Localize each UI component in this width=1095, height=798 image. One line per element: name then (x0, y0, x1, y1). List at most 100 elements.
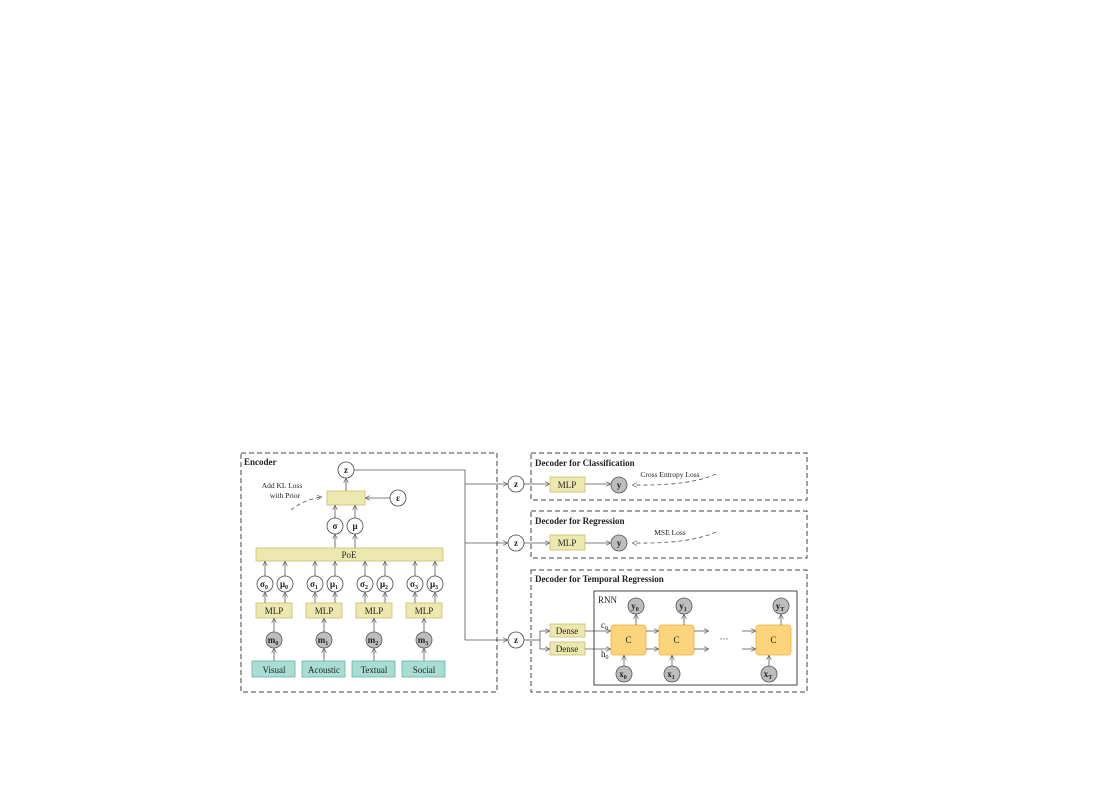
y-output-node (627, 597, 645, 615)
mu-node (276, 575, 294, 593)
y-output-node (610, 534, 628, 552)
input-label: Social (413, 665, 436, 675)
y-label: y (617, 480, 622, 490)
mlp-label: MLP (558, 480, 577, 490)
mlp-box (255, 602, 293, 619)
mu-label: μ3 (430, 579, 438, 591)
y-label: yT (776, 601, 785, 613)
poe-box (255, 547, 444, 562)
encoder-panel: Encoder z ε Add KL Loss with Prior σ μ P… (240, 452, 498, 693)
modality-feature-label: m2 (368, 635, 379, 647)
rnn-cell (610, 624, 647, 656)
cell-label: C (673, 635, 679, 645)
decoder-regression-panel: Decoder for Regression z MLP y MSE Loss (507, 510, 808, 559)
loss-label: MSE Loss (654, 528, 686, 537)
mlp-label: MLP (558, 538, 577, 548)
input-visual (251, 660, 296, 678)
cell-label: C (770, 635, 776, 645)
sigma-label: σ (333, 521, 338, 531)
sigma-node (326, 517, 344, 535)
modality-feature-label: m3 (418, 635, 429, 647)
decoder-classification-panel: Decoder for Classification z MLP y Cross… (507, 452, 808, 501)
kl-loss-note-2: with Prior (270, 491, 301, 500)
epsilon-label: ε (396, 493, 400, 503)
input-label: Visual (263, 665, 286, 675)
mlp-label: MLP (365, 606, 384, 616)
modality-feature-node (315, 631, 333, 649)
reparameterization-box (326, 490, 366, 506)
decoder-regression-title: Decoder for Regression (535, 516, 624, 526)
x-input-node (760, 665, 778, 683)
rnn-cell (755, 624, 792, 656)
mlp-label: MLP (415, 606, 434, 616)
z-label: z (514, 479, 518, 489)
sigma-label: σ1 (310, 579, 318, 591)
mlp-box (549, 534, 586, 551)
mu-label: μ (352, 521, 357, 531)
input-acoustic (301, 660, 346, 678)
rnn-box (593, 590, 798, 686)
mu-label: μ2 (380, 579, 388, 591)
mlp-label: MLP (265, 606, 284, 616)
mu-node (426, 575, 444, 593)
input-label: Acoustic (308, 665, 340, 675)
c0-label: c0 (601, 620, 608, 632)
rnn-step: CyT xT (742, 597, 792, 683)
z-connections (354, 469, 507, 640)
y-output-node (610, 476, 628, 494)
mu-label: μ1 (330, 579, 338, 591)
latent-z-label: z (344, 465, 348, 475)
input-social (401, 660, 446, 678)
x-input-node (615, 665, 633, 683)
decoder-temporal-title: Decoder for Temporal Regression (535, 574, 664, 584)
kl-dashed-arrow (290, 497, 321, 511)
mu-node (326, 575, 344, 593)
sigma-node (256, 575, 274, 593)
sigma-node (406, 575, 424, 593)
loss-label: Cross Entropy Loss (640, 470, 699, 479)
modality-feature-label: m1 (318, 635, 329, 647)
modality-feature-node (365, 631, 383, 649)
sigma-node (306, 575, 324, 593)
epsilon-node (389, 489, 407, 507)
encoder-title: Encoder (244, 457, 277, 467)
decoder-temporal-panel: Decoder for Temporal Regression z Dense … (507, 569, 808, 693)
input-textual (351, 660, 396, 678)
mlp-box (405, 602, 443, 619)
mu-label: μ0 (280, 579, 288, 591)
mlp-box (549, 476, 586, 493)
x-label: xT (764, 669, 773, 681)
mlp-box (305, 602, 343, 619)
rnn-cell (658, 624, 695, 656)
ellipsis: ··· (720, 634, 729, 644)
sigma-label: σ2 (360, 579, 368, 591)
rnn-label: RNN (598, 595, 618, 605)
decoder-classification-title: Decoder for Classification (535, 458, 635, 468)
sigma-label: σ3 (410, 579, 418, 591)
poe-label: PoE (341, 550, 357, 560)
mlp-label: MLP (315, 606, 334, 616)
dense-box-h (549, 641, 586, 656)
modality-feature-node (415, 631, 433, 649)
mu-node (346, 517, 364, 535)
x-label: x0 (619, 669, 627, 681)
z-label: z (514, 538, 518, 548)
sigma-label: σ0 (260, 579, 268, 591)
input-label: Textual (361, 665, 388, 675)
h0-label: h0 (601, 649, 609, 661)
sigma-node (356, 575, 374, 593)
z-label: z (514, 635, 518, 645)
encoder-border (240, 452, 498, 693)
mlp-box (355, 602, 393, 619)
y-output-node (772, 597, 790, 615)
modality-feature-label: m0 (268, 635, 279, 647)
cell-label: C (625, 635, 631, 645)
mu-node (376, 575, 394, 593)
